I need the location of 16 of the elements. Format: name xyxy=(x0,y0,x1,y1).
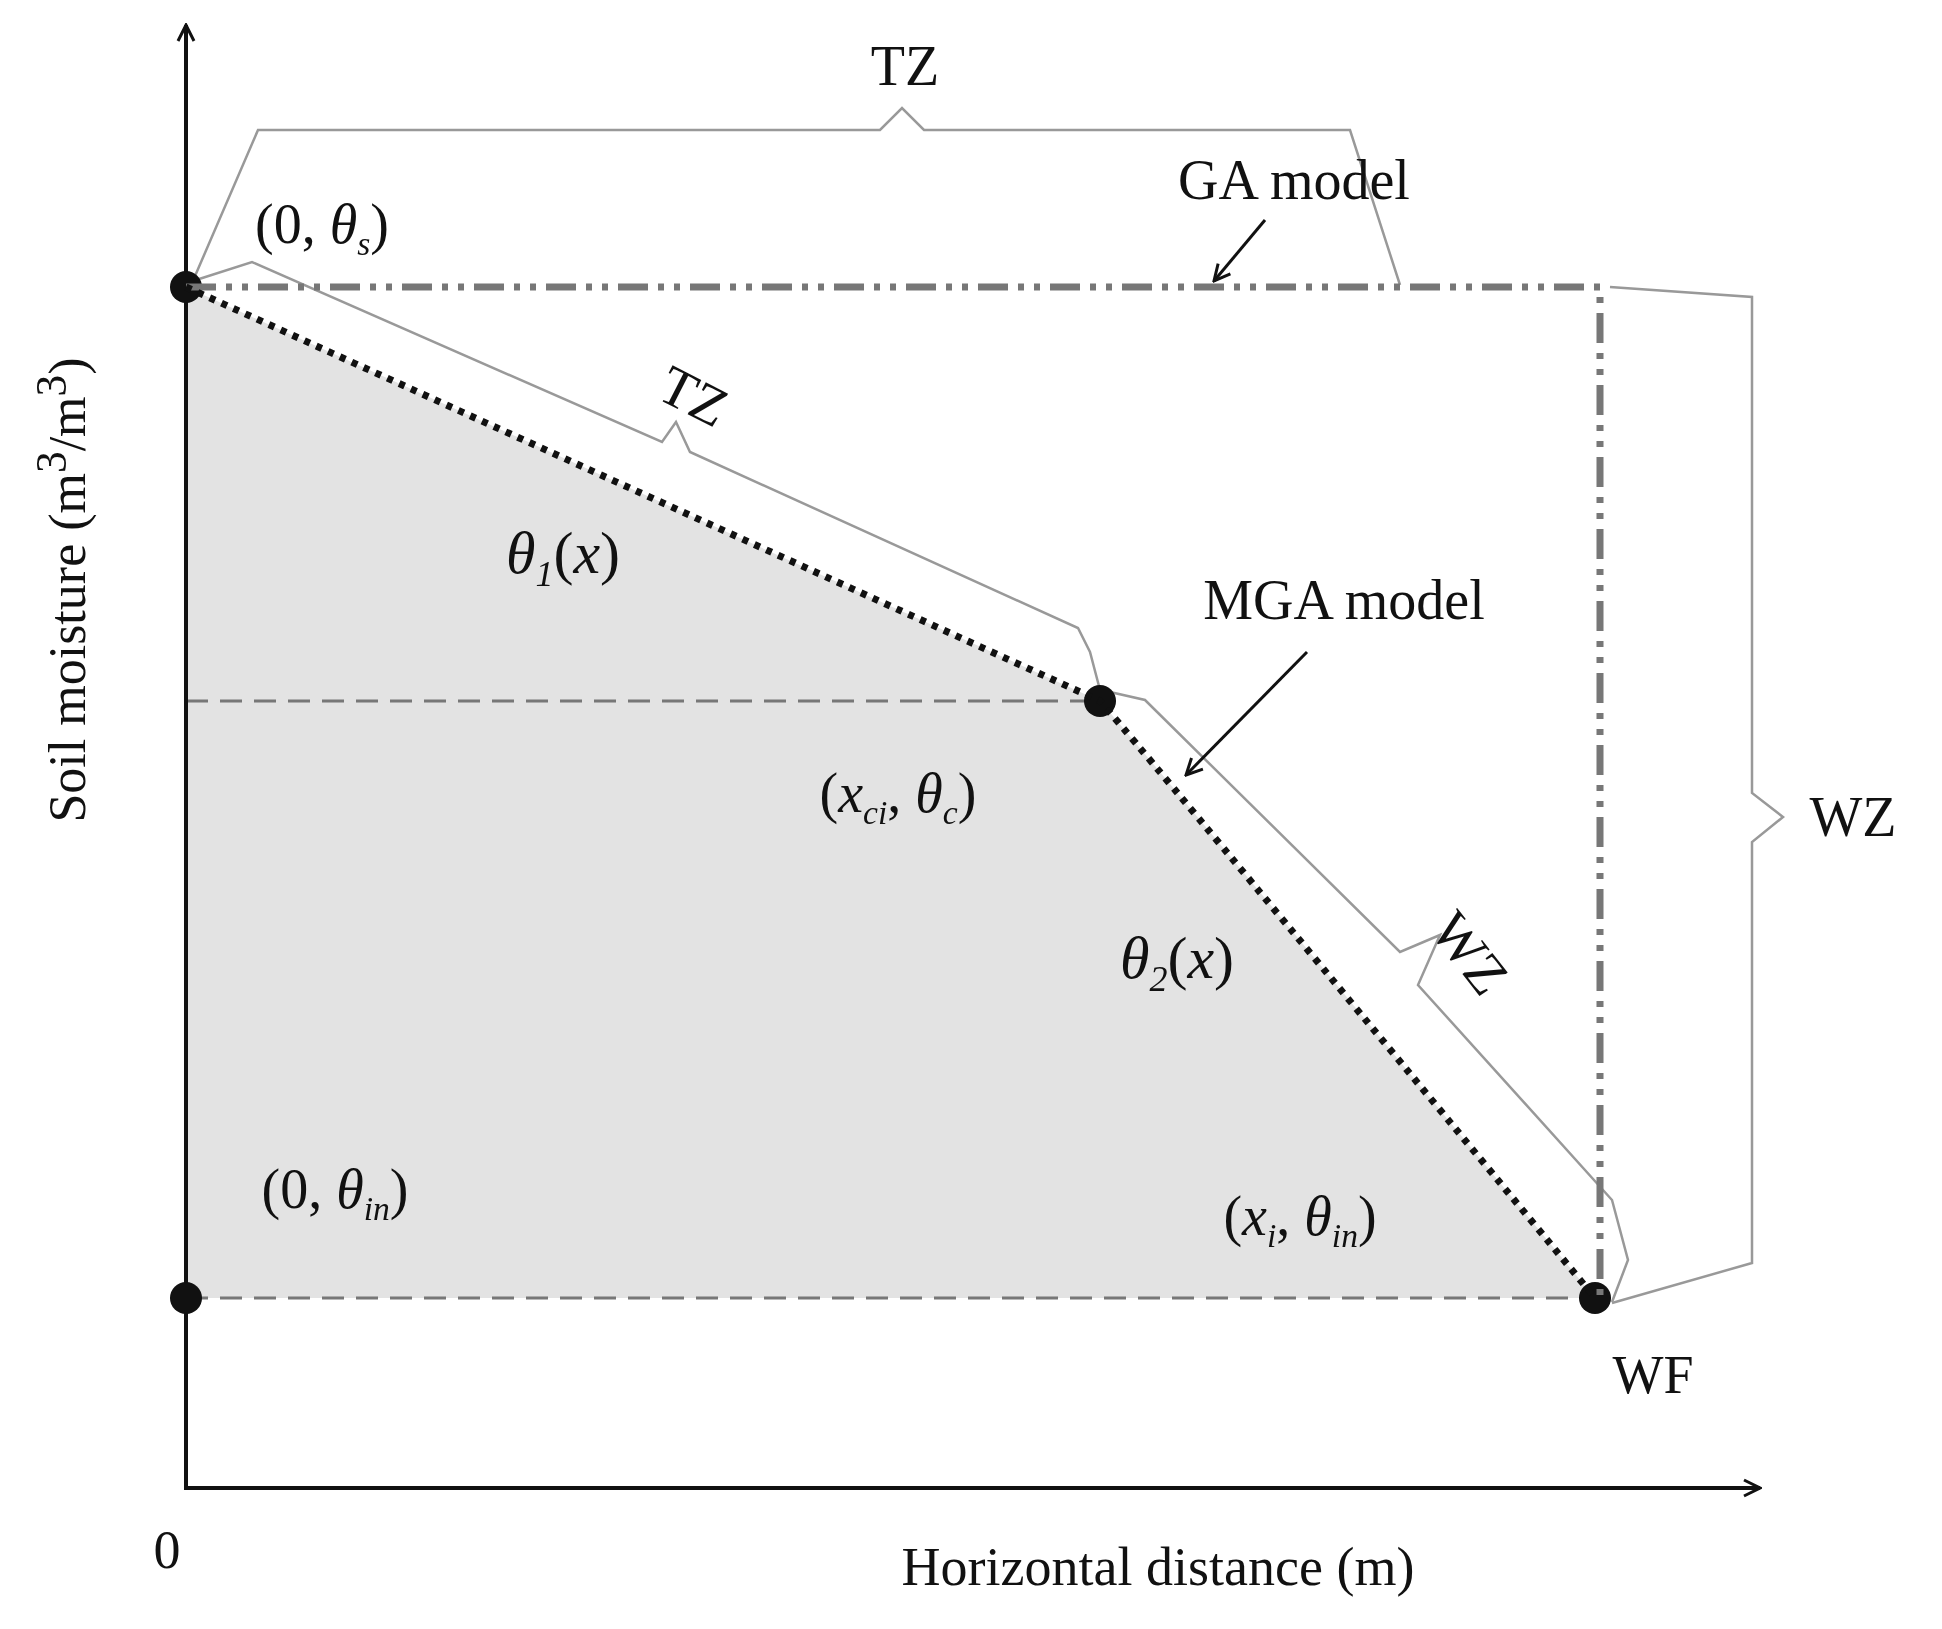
point-label: (x$_{ci}$, θ$_{c}$) xyxy=(819,764,977,830)
leader-arrow xyxy=(1184,650,1309,777)
model-label: MGA model xyxy=(1203,572,1485,628)
point-label: (0, θ$_{s}$) xyxy=(255,195,389,261)
zone-label: TZ xyxy=(650,355,738,437)
front-label: WF xyxy=(1612,1348,1694,1402)
origin-label: 0 xyxy=(153,1523,181,1577)
point-label: (x$_{i}$, θ$_{in}$) xyxy=(1223,1187,1377,1253)
leader-arrow xyxy=(1212,219,1267,283)
zone-label: TZ xyxy=(870,38,940,94)
function-label: θ$_{2}$(x) xyxy=(1119,927,1235,997)
model-label: GA model xyxy=(1178,152,1410,208)
function-label: θ$_{1}$(x) xyxy=(505,522,621,592)
zone-label: WZ xyxy=(1421,901,1519,1005)
point-label: (0, θ$_{in}$) xyxy=(261,1160,409,1226)
zone-label: WZ xyxy=(1809,789,1897,845)
